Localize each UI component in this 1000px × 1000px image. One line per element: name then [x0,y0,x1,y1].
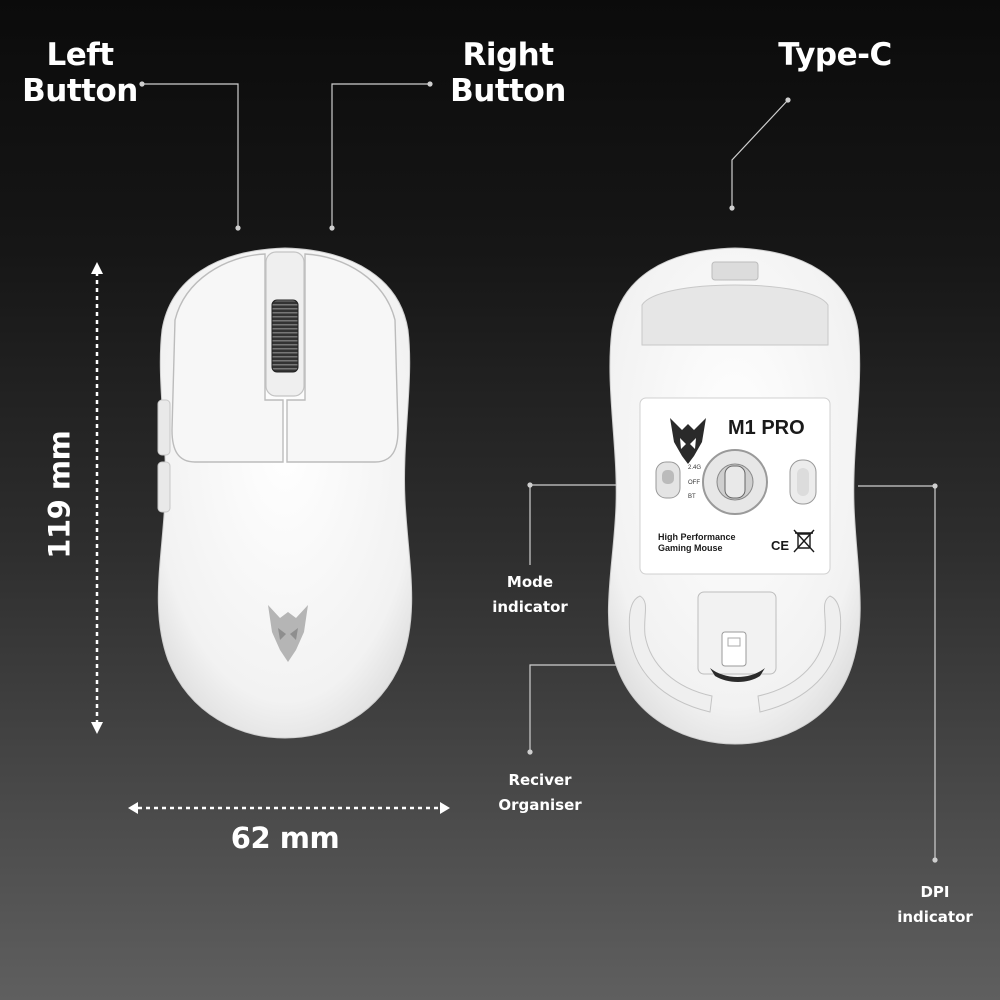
width-dimension-arrow [128,802,450,814]
width-dimension-label: 62 mm [230,821,340,855]
left-glide-skate [628,595,713,713]
type-c-label: Type-C [778,37,892,73]
type-c-port [711,261,759,281]
bottom-brand-logo [670,418,706,464]
mouse-bottom-view: M1 PRO 2.4G OFF BT High Performance Gami… [607,247,861,745]
receiver-organiser-leader [529,664,622,752]
right-click-button [286,253,399,463]
left-button-leader [142,83,239,228]
switch-position-off: OFF [688,480,700,486]
receiver-organiser-label: Reciver Organiser [498,771,582,814]
optical-sensor [724,465,746,499]
switch-position-2g: 2.4G [688,465,701,471]
scroll-wheel [271,299,299,373]
sticker-tagline-line1: High Performance [658,532,736,542]
mode-indicator-leader [529,484,625,565]
weee-bin-icon [793,529,815,553]
mouse-top-view [157,247,413,739]
top-view-brand-logo [268,605,308,662]
dpi-indicator-leader [858,485,936,860]
type-c-leader [731,99,789,208]
right-glide-skate [757,595,842,713]
switch-position-bt: BT [688,494,696,500]
mode-indicator-label: Mode indicator [492,573,568,616]
dpi-indicator-label: DPI indicator [897,883,973,926]
left-button-label: Left Button [22,37,138,109]
sticker-model: M1 PRO [728,417,805,439]
usb-receiver-icon [721,631,747,667]
length-dimension-arrow [91,262,103,734]
right-button-leader [331,83,430,228]
ce-mark: CE [771,538,789,553]
top-glide-skate [641,284,829,346]
callout-lines [139,81,938,863]
sticker-tagline-line2: Gaming Mouse [658,543,723,553]
left-click-button [171,253,284,463]
right-button-label: Right Button [450,37,566,109]
